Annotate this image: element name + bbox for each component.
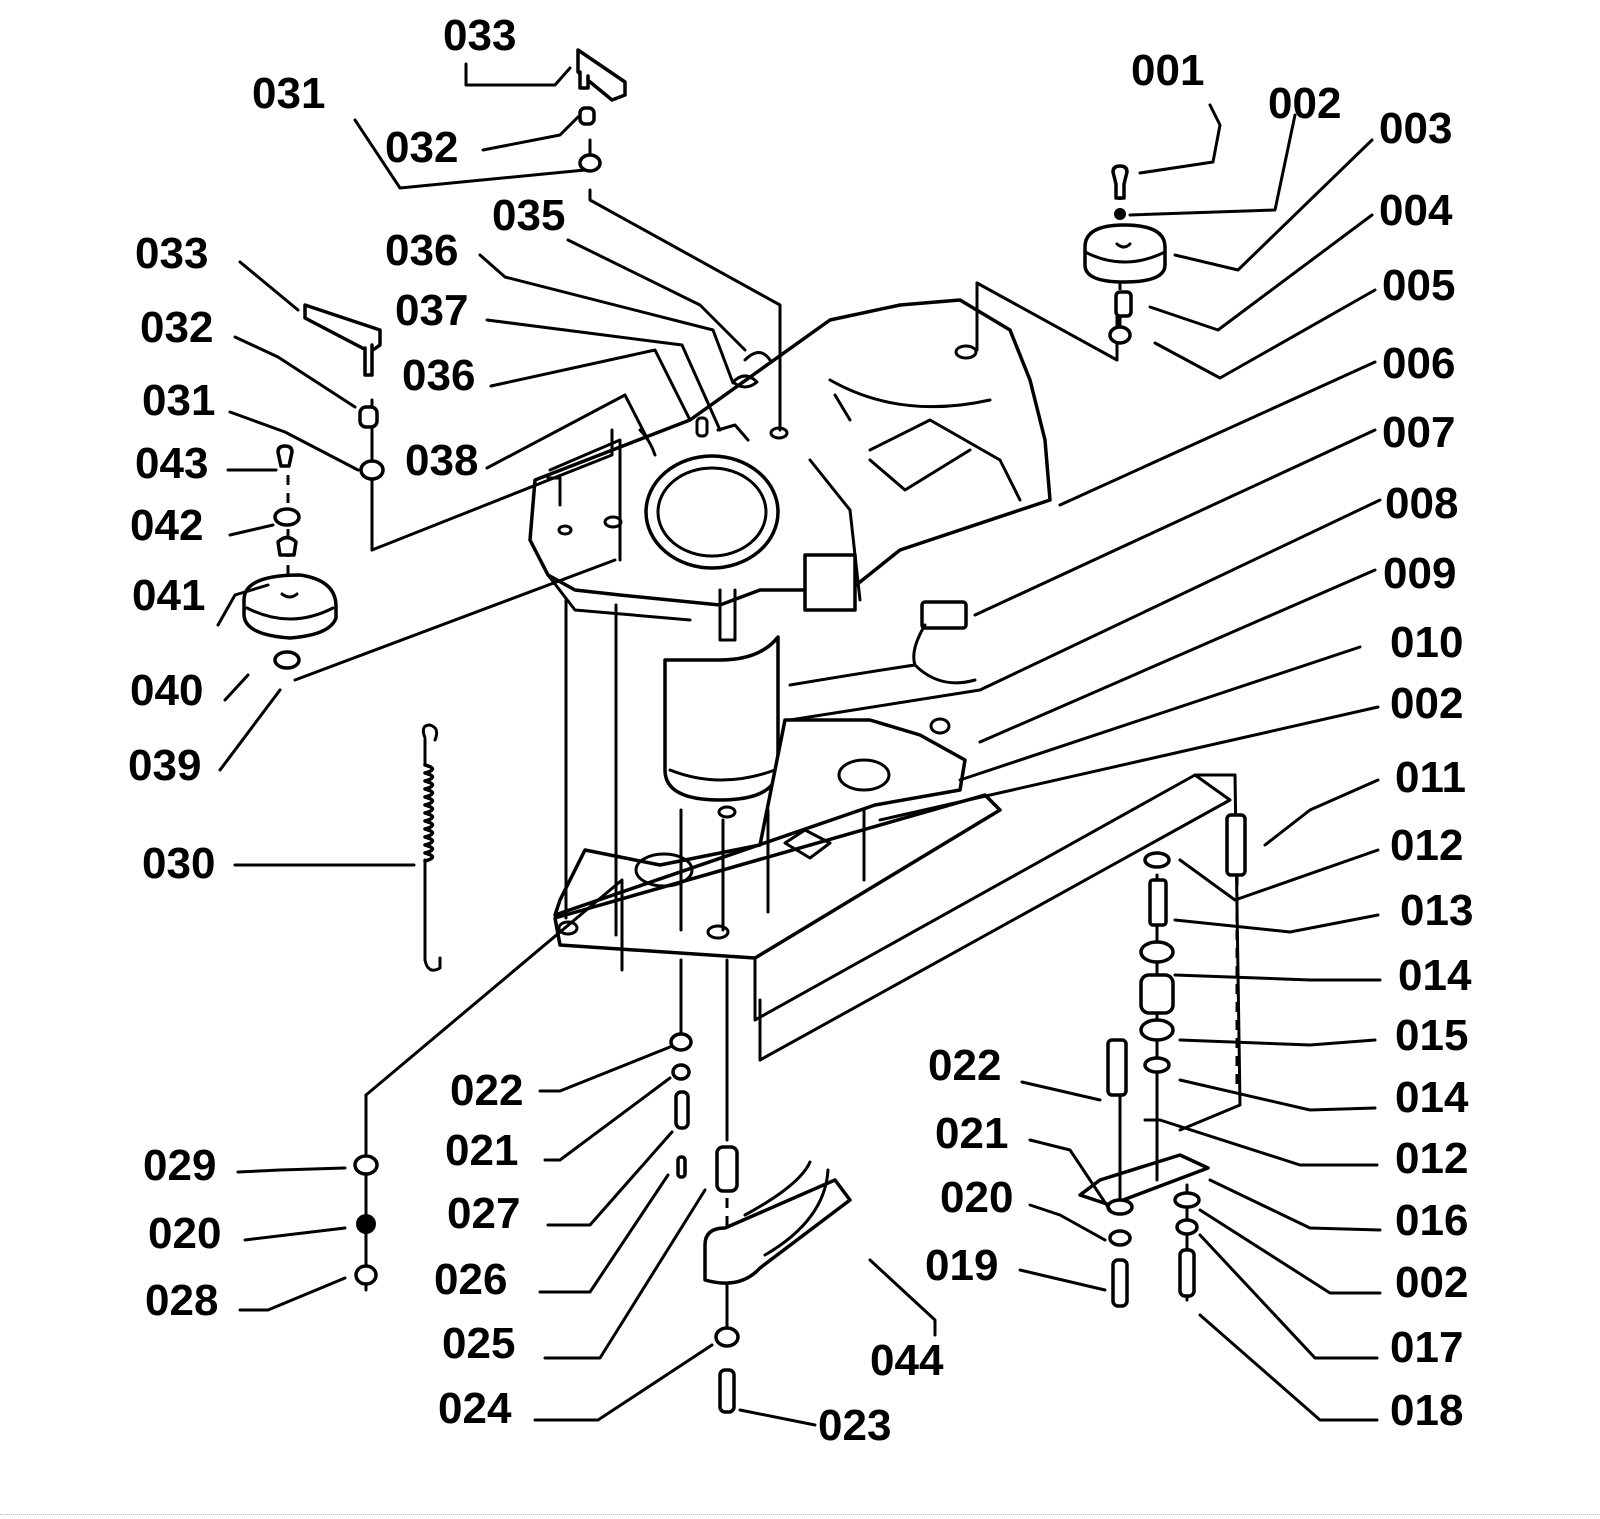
foot-assembly-left bbox=[242, 444, 338, 670]
callout-022: 022 bbox=[450, 1066, 523, 1115]
callout-044: 044 bbox=[870, 1336, 944, 1385]
callout-031: 031 bbox=[252, 69, 325, 118]
leader-lines bbox=[216, 62, 1402, 1427]
callout-021: 021 bbox=[935, 1109, 1008, 1158]
callout-038: 038 bbox=[405, 436, 478, 485]
callout-029: 029 bbox=[143, 1141, 216, 1190]
callout-016: 016 bbox=[1395, 1196, 1468, 1245]
callout-010: 010 bbox=[1390, 618, 1463, 667]
callout-012: 012 bbox=[1390, 821, 1463, 870]
callout-006: 006 bbox=[1382, 339, 1455, 388]
callout-019: 019 bbox=[925, 1241, 998, 1290]
callout-015: 015 bbox=[1395, 1011, 1468, 1060]
spring bbox=[421, 723, 442, 972]
callout-041: 041 bbox=[132, 571, 205, 620]
callout-003: 003 bbox=[1379, 104, 1452, 153]
callout-020: 020 bbox=[148, 1209, 221, 1258]
callout-013: 013 bbox=[1400, 886, 1473, 935]
callout-025: 025 bbox=[442, 1319, 515, 1368]
lever-left bbox=[303, 303, 385, 481]
callout-033: 033 bbox=[135, 229, 208, 278]
page-bottom-rule bbox=[0, 1514, 1600, 1515]
callout-027: 027 bbox=[447, 1189, 520, 1238]
callout-042: 042 bbox=[130, 501, 203, 550]
callout-008: 008 bbox=[1385, 479, 1458, 528]
callout-labels: 001 002 003 004 005 006 007 008 009 010 … bbox=[128, 11, 1473, 1450]
fastener-stack-center bbox=[669, 1032, 852, 1414]
callout-031: 031 bbox=[142, 376, 215, 425]
callout-007: 007 bbox=[1382, 408, 1455, 457]
callout-001: 001 bbox=[1131, 46, 1204, 95]
callout-014: 014 bbox=[1398, 951, 1472, 1000]
callout-024: 024 bbox=[438, 1384, 512, 1433]
callout-035: 035 bbox=[492, 191, 565, 240]
callout-002: 002 bbox=[1395, 1258, 1468, 1307]
callout-032: 032 bbox=[385, 123, 458, 172]
callout-005: 005 bbox=[1382, 261, 1455, 310]
callout-014: 014 bbox=[1395, 1073, 1469, 1122]
callout-037: 037 bbox=[395, 286, 468, 335]
callout-026: 026 bbox=[434, 1255, 507, 1304]
fastener-stack-left bbox=[353, 1154, 379, 1286]
callout-036: 036 bbox=[402, 351, 475, 400]
foot-assembly-right bbox=[1083, 164, 1167, 345]
base-plate bbox=[553, 717, 1002, 960]
callout-012: 012 bbox=[1395, 1134, 1468, 1183]
callout-017: 017 bbox=[1390, 1323, 1463, 1372]
callout-040: 040 bbox=[130, 666, 203, 715]
callout-004: 004 bbox=[1379, 186, 1453, 235]
callout-009: 009 bbox=[1383, 549, 1456, 598]
callout-032: 032 bbox=[140, 303, 213, 352]
callout-020: 020 bbox=[940, 1173, 1013, 1222]
callout-033: 033 bbox=[443, 11, 516, 60]
callout-036: 036 bbox=[385, 226, 458, 275]
callout-023: 023 bbox=[818, 1401, 891, 1450]
callout-018: 018 bbox=[1390, 1386, 1463, 1435]
fastener-stack-right bbox=[1106, 813, 1247, 1308]
callout-021: 021 bbox=[445, 1126, 518, 1175]
callout-043: 043 bbox=[135, 439, 208, 488]
connector-plug bbox=[788, 600, 977, 687]
callout-028: 028 bbox=[145, 1276, 218, 1325]
lever-top bbox=[576, 48, 627, 173]
callout-002: 002 bbox=[1390, 679, 1463, 728]
motor-cylinder bbox=[663, 635, 780, 819]
callout-022: 022 bbox=[928, 1041, 1001, 1090]
callout-011: 011 bbox=[1395, 753, 1466, 802]
callout-039: 039 bbox=[128, 741, 201, 790]
housing-casting bbox=[528, 298, 1052, 642]
callout-002: 002 bbox=[1268, 79, 1341, 128]
callout-030: 030 bbox=[142, 839, 215, 888]
